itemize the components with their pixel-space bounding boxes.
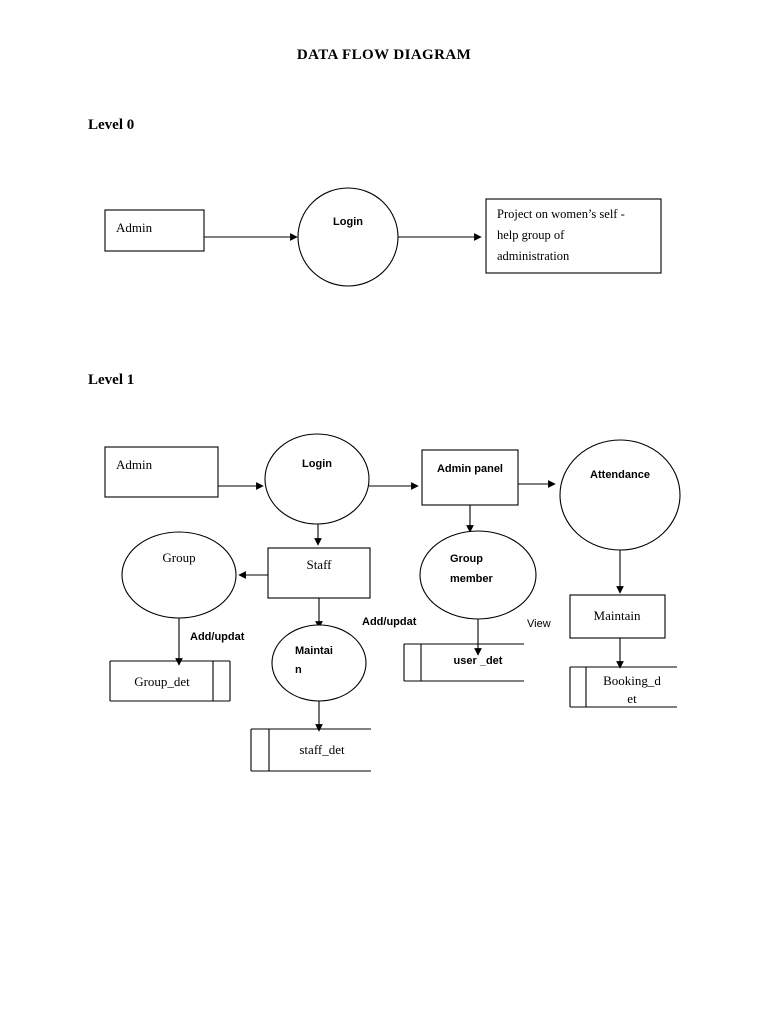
datastore-user-det-label: user _det <box>454 655 503 667</box>
level0-output-entity[interactable] <box>485 198 662 274</box>
level0-output-line1: Project on women’s self - <box>497 207 625 221</box>
level1-admin-label: Admin <box>116 457 153 472</box>
level1-maintain-circle-process[interactable] <box>271 624 367 702</box>
flow-label-view: View <box>527 618 551 630</box>
level1-group-member-line2: member <box>450 573 494 585</box>
level1-login-label: Login <box>302 458 332 470</box>
level-1-heading: Level 1 <box>88 372 135 388</box>
datastore-staff-det[interactable]: staff_det <box>250 728 371 772</box>
level0-group: Admin Login Project on women’s self - he… <box>104 187 662 287</box>
datastore-group-det-label: Group_det <box>134 674 190 689</box>
level1-maintain-process[interactable] <box>569 594 666 639</box>
datastore-staff-det-label: staff_det <box>299 742 345 757</box>
datastore-booking-det-line2: et <box>627 691 637 706</box>
level0-output-line3: administration <box>497 249 570 263</box>
level0-admin-entity[interactable] <box>104 209 205 252</box>
level1-maintain-circle-line1: Maintai <box>295 645 333 657</box>
level1-maintain-label: Maintain <box>594 608 641 623</box>
datastore-user-det[interactable]: user _det <box>403 643 524 682</box>
datastore-group-det[interactable]: Group_det <box>109 660 231 702</box>
level1-admin-panel-process[interactable] <box>421 449 519 506</box>
level1-attendance-process[interactable] <box>559 439 681 551</box>
level1-group-member-line1: Group <box>450 553 483 565</box>
level0-login-label: Login <box>333 216 363 228</box>
level1-group: Admin Login Admin panel Attendance Group… <box>104 433 681 772</box>
level1-group-label: Group <box>162 550 195 565</box>
level1-login-process[interactable] <box>264 433 370 525</box>
level0-login-process[interactable] <box>297 187 399 287</box>
level1-attendance-label: Attendance <box>590 469 650 481</box>
flow-label-add-update-group: Add/updat <box>190 631 245 643</box>
level1-staff-process[interactable] <box>267 547 371 599</box>
level-0-heading: Level 0 <box>88 117 135 133</box>
level1-staff-label: Staff <box>306 557 332 572</box>
datastore-booking-det[interactable]: Booking_d et <box>569 666 677 708</box>
page-title: DATA FLOW DIAGRAM <box>296 47 472 63</box>
flow-label-add-update-staff: Add/updat <box>362 616 417 628</box>
level0-output-line2: help group of <box>497 228 565 242</box>
level0-admin-label: Admin <box>116 220 153 235</box>
level1-maintain-circle-line2: n <box>295 664 302 676</box>
datastore-booking-det-line1: Booking_d <box>603 673 661 688</box>
level1-group-process[interactable] <box>121 531 237 619</box>
level1-admin-panel-label: Admin panel <box>437 463 503 475</box>
level1-admin-entity[interactable] <box>104 446 219 498</box>
